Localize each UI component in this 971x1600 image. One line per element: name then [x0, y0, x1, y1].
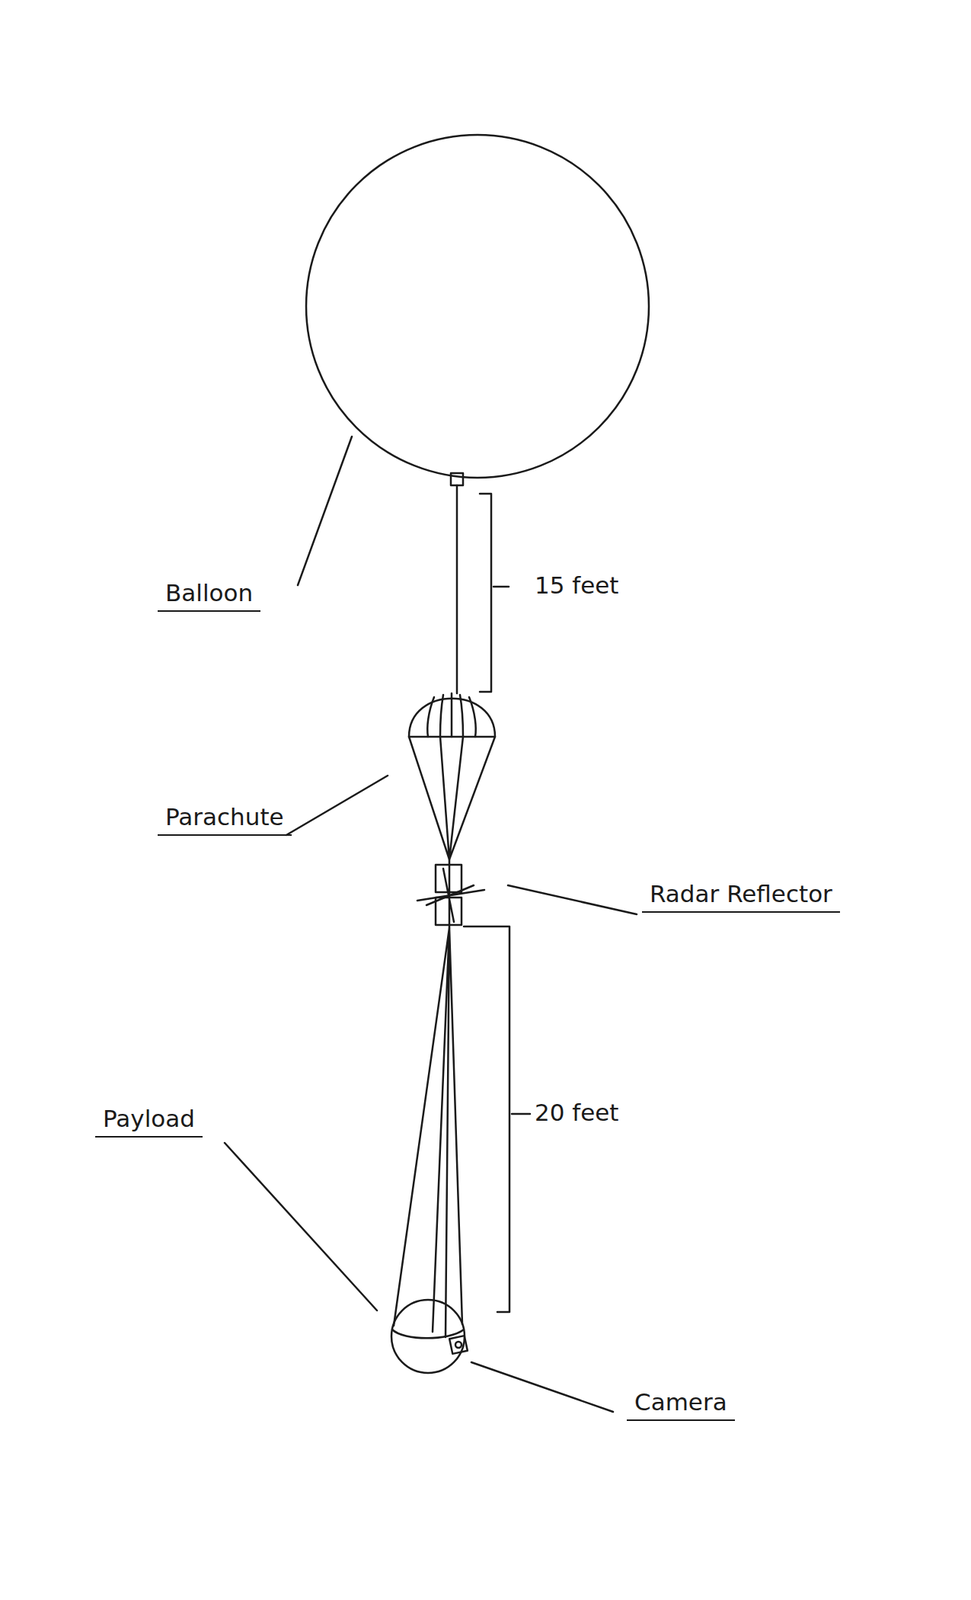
leader-line [471, 1361, 614, 1412]
shroud-lines [408, 736, 496, 860]
leader-line [297, 436, 352, 585]
dimension-tick [493, 585, 509, 588]
dimension-bracket [463, 926, 510, 1312]
parachute-gores [427, 693, 476, 737]
dimension-bracket [479, 493, 492, 692]
payload-sphere [391, 1299, 465, 1373]
part-label: Camera [626, 1387, 735, 1421]
balloon-envelope [306, 134, 649, 478]
dimension-label: 15 feet [534, 571, 620, 600]
dimension-label: 20 feet [534, 1098, 620, 1127]
leader-line [224, 1142, 377, 1310]
balloon-neck [450, 472, 464, 486]
dimension-tick [511, 1112, 531, 1115]
camera-body [449, 1335, 468, 1354]
part-label: Radar Reflector [642, 879, 841, 913]
tether-line [456, 485, 459, 694]
leader-line [507, 884, 637, 914]
part-label: Payload [95, 1104, 203, 1138]
payload-rim [392, 1328, 464, 1338]
camera-lens [455, 1341, 462, 1348]
radar-reflector-fins [417, 859, 485, 928]
part-label: Balloon [157, 578, 261, 612]
part-label: Parachute [157, 802, 292, 836]
payload-lines [393, 927, 463, 1337]
leader-line [286, 775, 388, 835]
